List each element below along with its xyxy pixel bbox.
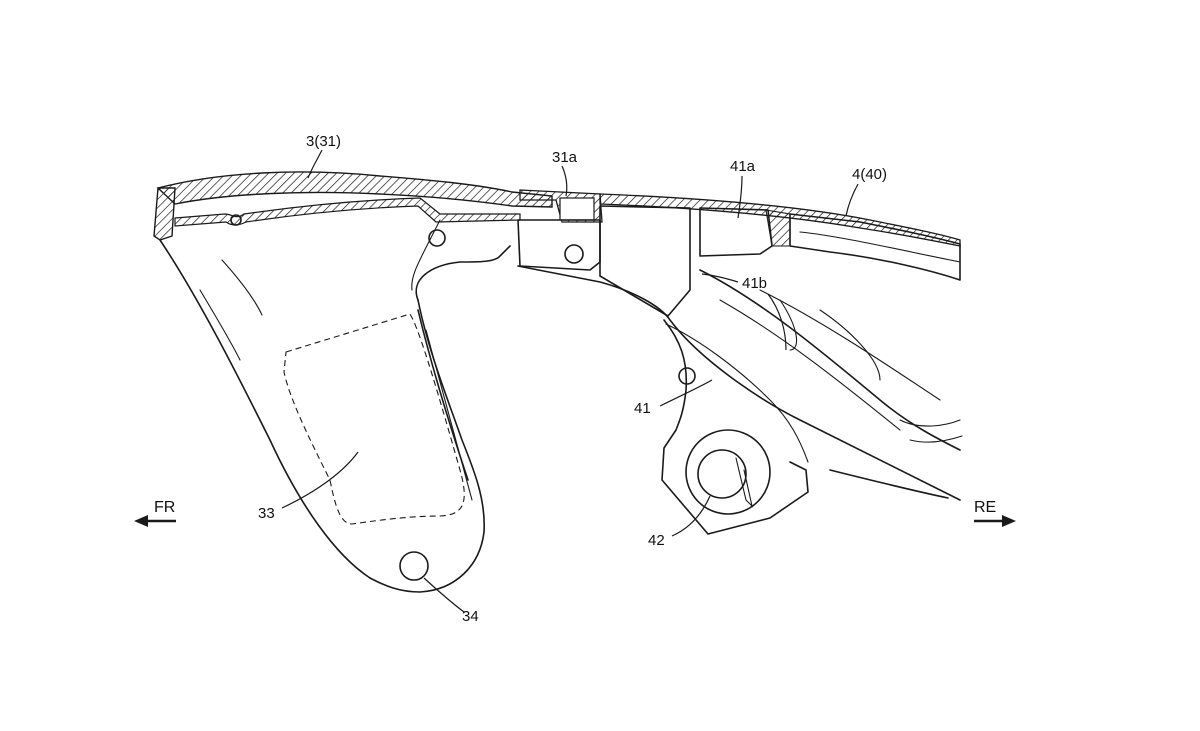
leader-41b-2 xyxy=(767,293,787,351)
hole-34 xyxy=(399,551,429,581)
boss-42-slot xyxy=(735,457,753,508)
leader-41a xyxy=(737,175,743,219)
leader-arm-33 xyxy=(281,451,359,509)
rib-41b-line-2 xyxy=(819,309,881,381)
label-joint-31a: 31a xyxy=(552,149,578,166)
front-arm-right-inner-edge xyxy=(417,309,469,481)
rear-diagonal-3 xyxy=(759,289,941,401)
bracket-41-inner-rib xyxy=(665,323,809,463)
front-bolt-hole xyxy=(428,229,446,247)
label-arm-33: 33 xyxy=(258,505,275,522)
rear-chamber-inner xyxy=(799,231,961,263)
rib-41a-hatch xyxy=(765,209,791,247)
center-box xyxy=(599,205,691,317)
rear-diagonal-5 xyxy=(909,435,963,443)
front-frame-member xyxy=(153,149,553,613)
front-arm-left-edge xyxy=(159,239,371,579)
rear-direction-arrow xyxy=(974,515,1016,527)
leader-hole-34 xyxy=(423,577,465,613)
rear-body-upper-edge xyxy=(517,265,961,501)
rear-diagonal-4 xyxy=(899,419,961,427)
front-frame-top-wall xyxy=(156,171,553,208)
joint-bolt-hole xyxy=(564,244,584,264)
label-rib-41a: 41a xyxy=(730,158,756,175)
label-frame-31: 3(31) xyxy=(306,133,341,150)
leader-42 xyxy=(671,495,711,537)
front-small-notch xyxy=(230,214,242,226)
label-rear-direction: RE xyxy=(974,499,996,516)
arm-33-dashed-region xyxy=(283,313,465,525)
bracket-41-bolt-hole xyxy=(678,367,696,385)
front-direction-arrow xyxy=(134,515,176,527)
front-arm-inner-curve xyxy=(415,245,511,301)
label-frame-40: 4(40) xyxy=(852,166,887,183)
joint-inner-block xyxy=(559,197,595,221)
rear-chamber xyxy=(789,213,961,281)
rear-diagonal-1 xyxy=(699,269,961,451)
label-bracket-41: 41 xyxy=(634,400,651,417)
label-front-direction: FR xyxy=(154,499,175,516)
shade-mark-2 xyxy=(221,259,263,316)
bracket-41-outline xyxy=(661,319,809,535)
front-arm-lower-end xyxy=(369,299,485,593)
leader-41b xyxy=(701,273,739,283)
rib-41b-line-1 xyxy=(779,299,798,351)
label-hole-34: 34 xyxy=(462,608,479,625)
label-rib-41b: 41b xyxy=(742,275,767,292)
leader-40 xyxy=(845,183,859,217)
rear-body-lower-edge xyxy=(829,469,949,499)
leader-31a xyxy=(561,165,568,197)
front-arm-right-edge-2 xyxy=(425,329,473,501)
shade-mark-1 xyxy=(199,289,241,361)
rear-frame-member xyxy=(517,175,963,537)
joint-bracket-box xyxy=(517,219,601,271)
label-hole-42: 42 xyxy=(648,532,665,549)
rib-41a xyxy=(699,207,773,257)
front-frame-lower-wall xyxy=(174,197,521,227)
front-frame-end-cap xyxy=(153,187,176,241)
rear-diagonal-2 xyxy=(719,299,901,431)
boss-42-outer xyxy=(685,429,771,515)
leader-41 xyxy=(659,379,713,407)
joint-region xyxy=(517,165,603,271)
hole-42 xyxy=(697,449,747,499)
leader-frame-31 xyxy=(307,149,323,179)
